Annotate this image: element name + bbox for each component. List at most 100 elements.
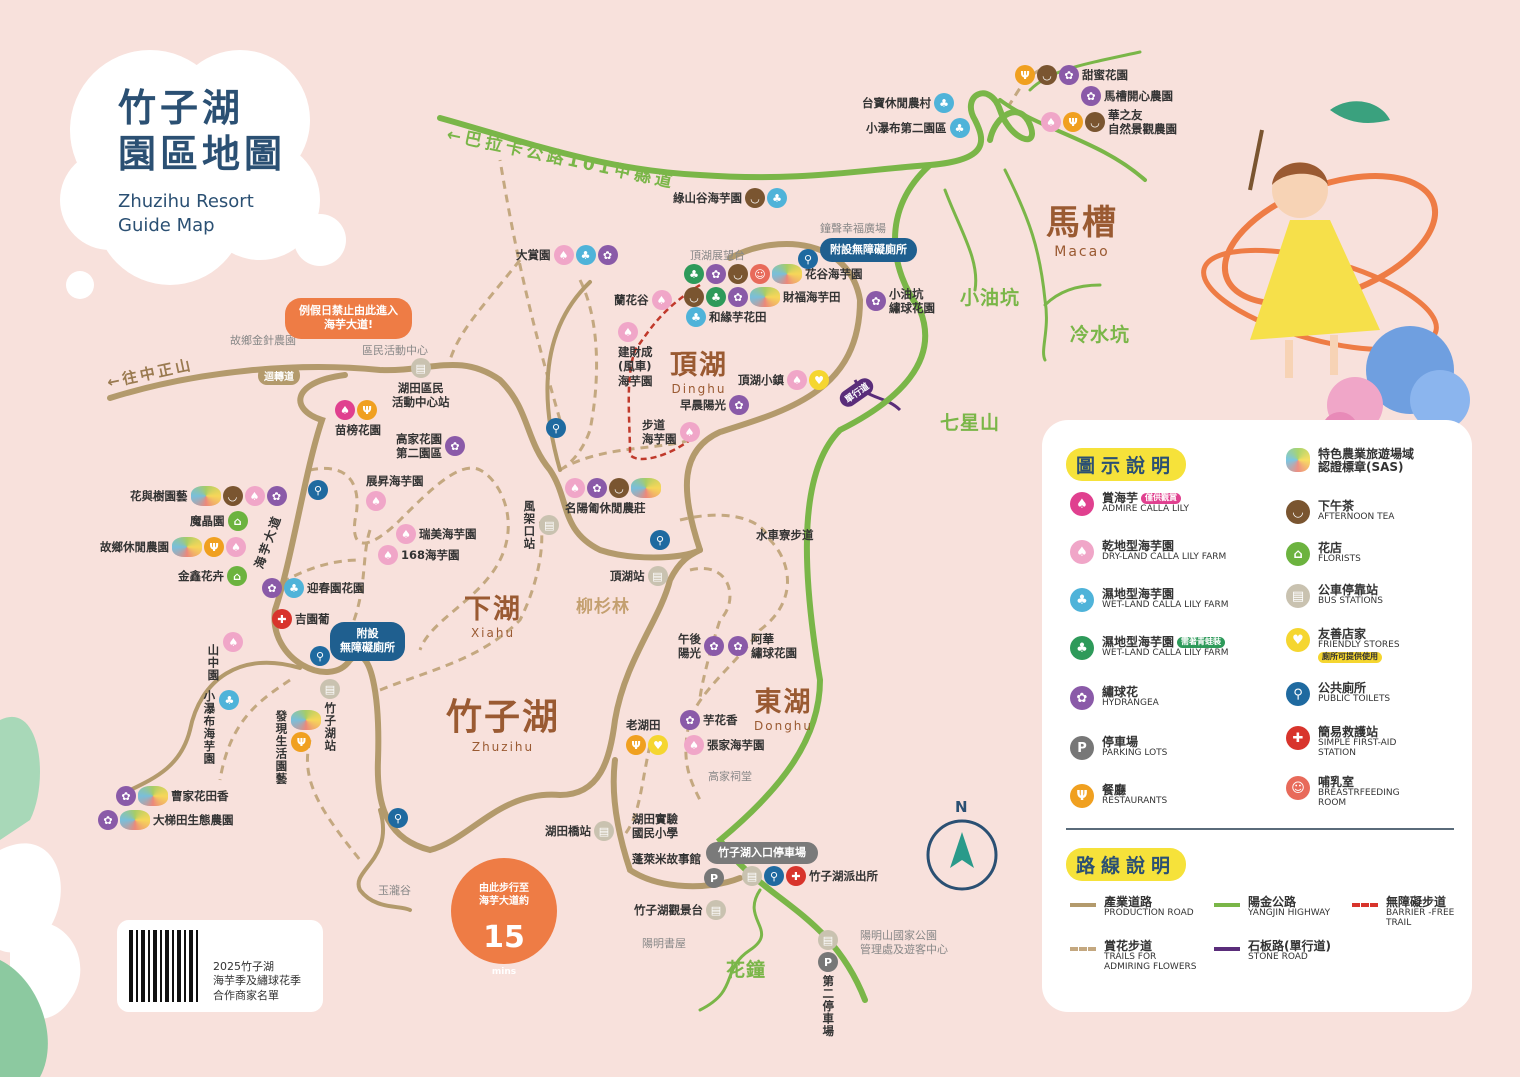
icon-group	[728, 636, 748, 657]
accessible-toilet-bubble: 附設 無障礙廁所	[330, 622, 405, 661]
place[interactable]: 魔晶園	[190, 511, 248, 531]
qr-caption: 2025竹子湖 海芋季及繡球花季 合作商家名單	[213, 960, 301, 1002]
place[interactable]: 阿華 繡球花園	[728, 632, 797, 661]
label-waterwheel-trail: 水車寮步道	[756, 528, 814, 542]
place[interactable]: 綠山谷海芋園	[673, 188, 787, 208]
place-label: 湖田橋站	[545, 823, 591, 838]
tea-icon	[1037, 65, 1057, 85]
place[interactable]: 展昇海芋園	[366, 474, 424, 512]
map-title: 竹子湖 園區地圖	[118, 86, 287, 176]
place[interactable]: 金鑫花卉	[178, 566, 247, 586]
place[interactable]: 芋花香	[680, 710, 738, 730]
place[interactable]: 瑞美海芋園	[396, 524, 477, 544]
place[interactable]: 頂湖站	[610, 566, 668, 586]
wet-icon	[575, 245, 596, 265]
place[interactable]: 頂湖小鎮	[738, 370, 829, 390]
admire-icon	[1070, 492, 1094, 516]
place[interactable]: 蓬萊米故事館	[632, 852, 724, 888]
place[interactable]: 竹子湖站	[320, 679, 340, 752]
place[interactable]: 花與樹園藝	[130, 486, 287, 506]
place[interactable]: 高家花園 第二園區	[396, 432, 465, 461]
place[interactable]: 吉園葡	[272, 609, 330, 629]
place[interactable]: 甜蜜花園	[1015, 65, 1128, 85]
place[interactable]: 大賞園	[516, 245, 618, 265]
place[interactable]: 小瀑布第二園區	[866, 118, 970, 138]
place[interactable]: 張家海芋園	[684, 735, 765, 755]
place-label: 小瀑布第二園區	[866, 120, 947, 135]
icon-group	[684, 264, 802, 284]
icon-group	[219, 690, 240, 710]
area-label: 竹子湖	[446, 697, 561, 738]
icon-group	[706, 900, 726, 920]
place[interactable]: 步道 海芋園	[642, 418, 700, 447]
place[interactable]: 小油坑 繡球花園	[866, 287, 935, 316]
place-label: 湖田區民 活動中心站	[392, 381, 450, 410]
icon-group	[787, 370, 829, 390]
legend-divider	[1066, 828, 1454, 830]
place[interactable]: 和緣芋花田	[686, 307, 767, 327]
bus-icon	[647, 566, 668, 586]
place[interactable]: 早晨陽光	[680, 395, 749, 415]
area-label: 馬槽	[1046, 203, 1118, 243]
place[interactable]: 第二停車場	[818, 930, 838, 1038]
place[interactable]: 建財成 (風車) 海芋園	[618, 322, 653, 388]
place[interactable]: 小瀑布海芋園	[202, 690, 240, 765]
qr-code[interactable]	[129, 930, 201, 1002]
wet-icon	[934, 93, 954, 113]
sas-icon	[172, 537, 202, 557]
place[interactable]: 華之友 自然景觀農園	[1041, 108, 1177, 137]
firstaid-icon	[272, 609, 292, 629]
partner-list-qr[interactable]: 2025竹子湖 海芋季及繡球花季 合作商家名單	[117, 920, 323, 1012]
place[interactable]: 湖田橋站	[545, 821, 614, 841]
place[interactable]: 財福海芋田	[684, 287, 841, 307]
calla-lily-illustration	[0, 716, 81, 1077]
place[interactable]: 馬槽開心農園	[1081, 86, 1173, 106]
place[interactable]: 迎春園花園	[262, 578, 365, 598]
map-title-english: Zhuzihu Resort Guide Map	[118, 191, 254, 237]
place[interactable]: 午後 陽光	[678, 632, 724, 661]
place[interactable]: 台寶休閒農村	[862, 93, 954, 113]
place[interactable]: 湖田實驗 國民小學	[632, 812, 678, 841]
place[interactable]: 竹子湖派出所	[742, 866, 878, 886]
landmark: 故鄉金針農園	[230, 334, 296, 347]
place-label: 小瀑布海芋園	[202, 690, 217, 765]
friendly-icon	[1286, 628, 1310, 652]
place[interactable]: 大梯田生態農園	[98, 810, 234, 830]
place[interactable]: 故鄉休閒農園	[100, 537, 246, 557]
legend-tag: 需著青蛙裝	[1177, 637, 1226, 648]
hyd-icon	[597, 245, 618, 265]
place[interactable]: 風架口站	[522, 500, 560, 550]
place[interactable]: 竹子湖觀景台	[634, 900, 726, 920]
tea-icon	[1286, 500, 1310, 524]
no-entry-bubble: 例假日禁止由此進入 海芋大道!	[285, 298, 412, 339]
icon-group	[539, 515, 560, 535]
place[interactable]: 苗榜花園	[335, 400, 381, 437]
place[interactable]: 花谷海芋園	[684, 264, 863, 284]
place[interactable]: 曹家花田香	[116, 786, 229, 806]
route-line-swatch	[1070, 947, 1096, 951]
legend-tag: 僅供觀賞	[1141, 493, 1182, 504]
place[interactable]: 蘭花谷	[614, 290, 672, 310]
place-label: 馬槽開心農園	[1104, 88, 1173, 103]
rest-icon	[1015, 65, 1035, 85]
place[interactable]: 湖田區民 活動中心站	[392, 358, 450, 410]
icon-group	[1081, 86, 1101, 106]
place[interactable]: 發現生活園藝	[274, 710, 322, 785]
place-label: 第二停車場	[821, 975, 836, 1038]
place[interactable]: 老湖田	[626, 718, 668, 756]
wet-icon	[686, 307, 706, 327]
place[interactable]: 168海芋園	[378, 545, 460, 565]
rest-icon	[291, 732, 312, 752]
dry-icon	[787, 370, 807, 390]
place[interactable]: 山中園	[206, 632, 244, 682]
place[interactable]: 名陽匍休閒農莊	[565, 478, 661, 515]
parking-icon	[704, 868, 724, 888]
icon-group	[594, 821, 614, 841]
